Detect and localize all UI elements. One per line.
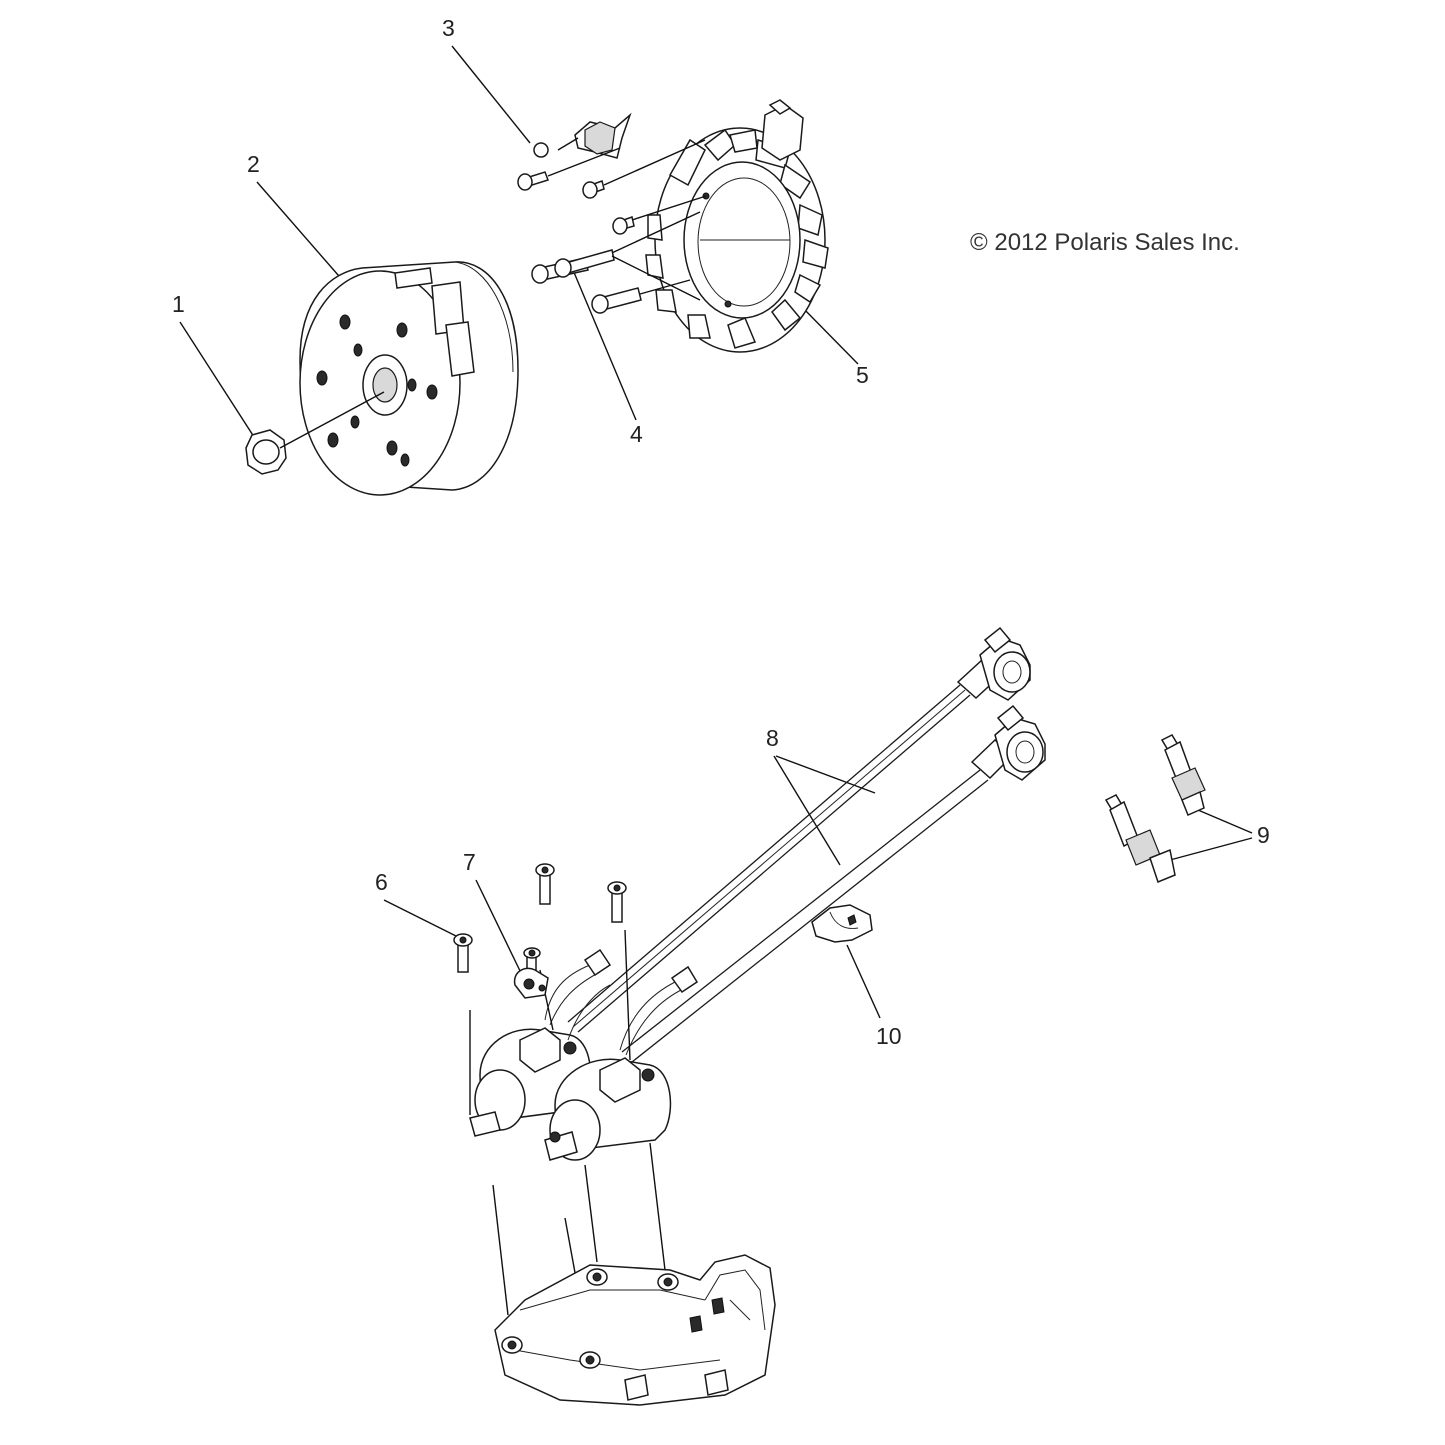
coil-bracket — [492, 1142, 776, 1406]
pickup-sensor — [533, 112, 632, 159]
callout-2: 2 — [247, 151, 260, 177]
copyright-text: © 2012 Polaris Sales Inc. — [970, 229, 1240, 256]
callout-7: 7 — [463, 849, 476, 875]
coil-screws — [453, 863, 631, 1115]
callout-1: 1 — [172, 291, 185, 317]
ignition-coils — [469, 948, 699, 1161]
stator — [645, 99, 829, 353]
stator-bolts — [517, 139, 707, 314]
wire-clip — [811, 904, 873, 943]
callout-9: 9 — [1257, 822, 1270, 848]
callout-4: 4 — [630, 421, 643, 447]
leader-lines — [179, 45, 1253, 1019]
spark-plugs — [1104, 734, 1206, 883]
callout-6: 6 — [375, 869, 388, 895]
flywheel-nut — [245, 391, 385, 475]
flywheel — [299, 261, 519, 496]
spark-plug-wires — [567, 626, 1046, 1063]
callout-5: 5 — [856, 362, 869, 388]
callout-3: 3 — [442, 15, 455, 41]
callout-8: 8 — [766, 725, 779, 751]
wire-clamp — [513, 967, 549, 999]
callout-10: 10 — [876, 1023, 902, 1049]
